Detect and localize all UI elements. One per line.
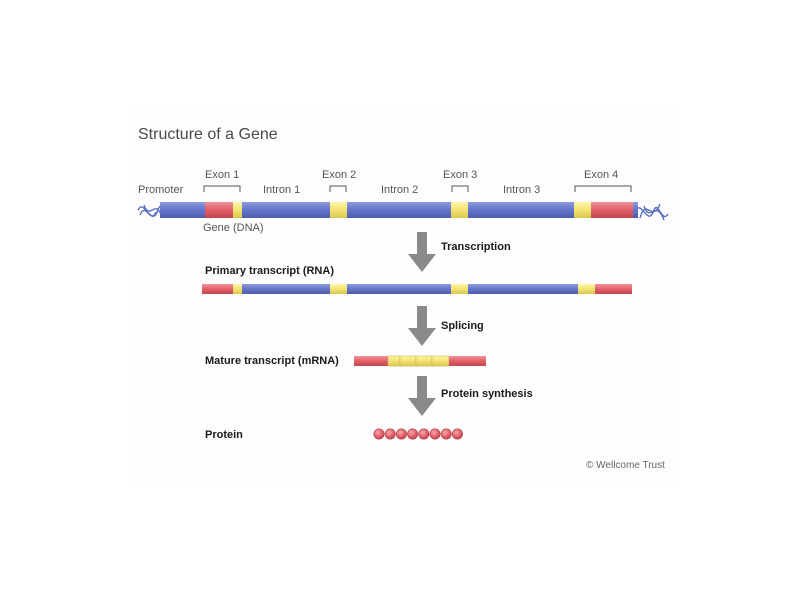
protein-bead — [384, 428, 396, 440]
dna-utr-3 — [591, 202, 633, 218]
pt-utr-3 — [595, 284, 632, 294]
pt-exon-2 — [330, 284, 347, 294]
pt-utr-5 — [202, 284, 233, 294]
intron-2-label: Intron 2 — [381, 184, 419, 196]
protein-bead — [429, 428, 441, 440]
mt-utr-3 — [449, 356, 486, 366]
promoter-label: Promoter — [138, 184, 184, 196]
primary-transcript-label: Primary transcript (RNA) — [205, 265, 334, 277]
protein-bead — [407, 428, 419, 440]
gene-dna-bar — [160, 202, 638, 218]
copyright-credit: © Wellcome Trust — [586, 460, 665, 471]
intron-3-label: Intron 3 — [503, 184, 541, 196]
protein-bead — [451, 428, 463, 440]
mt-exon-3 — [415, 355, 433, 367]
dna-helix-right — [635, 203, 669, 221]
mt-exon-1 — [387, 355, 401, 367]
dna-exon-1 — [233, 202, 242, 218]
protein-synthesis-label: Protein synthesis — [441, 388, 533, 400]
dna-utr-5 — [205, 202, 233, 218]
gene-dna-label: Gene (DNA) — [203, 222, 264, 234]
intron-1-label: Intron 1 — [263, 184, 301, 196]
exon-4-bracket — [574, 185, 632, 192]
exon-3-bracket — [451, 185, 469, 192]
arrow-protein-synthesis — [408, 376, 436, 416]
pt-exon-3 — [451, 284, 468, 294]
dna-exon-4 — [574, 202, 591, 218]
exon-1-label: Exon 1 — [205, 169, 240, 181]
exon-2-bracket — [329, 185, 347, 192]
protein-bead — [440, 428, 452, 440]
arrow-transcription — [408, 232, 436, 272]
protein-bead — [395, 428, 407, 440]
mature-transcript-bar — [354, 355, 486, 367]
protein-chain — [373, 428, 463, 440]
mt-exon-2 — [399, 355, 417, 367]
protein-bead — [418, 428, 430, 440]
exon-2-label: Exon 2 — [322, 169, 357, 181]
exon-4-label: Exon 4 — [584, 169, 619, 181]
diagram-title: Structure of a Gene — [138, 126, 278, 143]
arrow-splicing — [408, 306, 436, 346]
diagram-panel — [130, 110, 680, 482]
protein-label: Protein — [205, 429, 243, 441]
exon-3-label: Exon 3 — [443, 169, 478, 181]
exon-1-bracket — [203, 185, 241, 192]
splicing-label: Splicing — [441, 320, 484, 332]
dna-exon-3 — [451, 202, 468, 218]
mt-exon-4 — [431, 355, 450, 367]
protein-bead — [373, 428, 385, 440]
transcription-label: Transcription — [441, 241, 511, 253]
pt-exon-1 — [233, 284, 242, 294]
dna-backbone — [160, 202, 638, 218]
mt-utr-5 — [354, 356, 388, 366]
exon-brackets — [203, 185, 632, 192]
primary-transcript-bar — [202, 284, 632, 294]
pt-exon-4 — [578, 284, 595, 294]
mature-transcript-label: Mature transcript (mRNA) — [205, 355, 339, 367]
dna-exon-2 — [330, 202, 347, 218]
